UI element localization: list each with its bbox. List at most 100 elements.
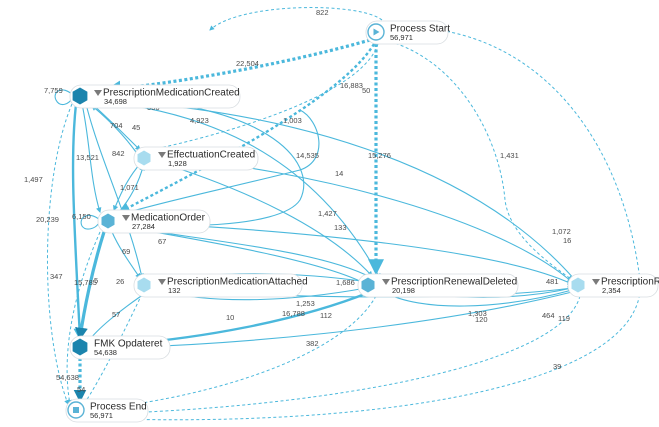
filter-icon[interactable]: [382, 279, 390, 285]
edge-label-1253: 1,253: [296, 299, 315, 308]
edge-label-842: 842: [112, 149, 125, 158]
stop-square-icon: [73, 407, 79, 413]
edge-label-50: 50: [362, 86, 370, 95]
edge-label-7759: 7,759: [44, 86, 63, 95]
node-box: [65, 398, 149, 423]
edge-mo-to-prd[interactable]: [119, 225, 373, 279]
edge-label-69: 69: [122, 247, 130, 256]
edge-mo-to-pmc-loop[interactable]: [121, 109, 320, 215]
filter-icon[interactable]: [592, 279, 600, 285]
edge-label-1303: 1,303: [468, 309, 487, 318]
filter-icon[interactable]: [158, 152, 166, 158]
filter-icon[interactable]: [94, 90, 102, 96]
edge-label-15276: 15,276: [368, 151, 391, 160]
node-count: 20,198: [392, 286, 415, 295]
edge-label-822: 822: [316, 8, 329, 17]
hexagon-activity-icon: [72, 87, 88, 105]
node-count: 34,698: [104, 97, 127, 106]
hexagon-activity-icon: [101, 213, 115, 229]
edge-label-10: 10: [226, 313, 234, 322]
node-box: [69, 335, 171, 360]
edge-eff-to-prd[interactable]: [151, 159, 373, 277]
hexagon-activity-icon: [571, 277, 585, 293]
node-box: [365, 20, 449, 45]
edge-label-54638: 54,638: [56, 373, 79, 382]
node-label: PrescriptionMedicationAttached: [167, 277, 308, 288]
edge-label-16788: 16,788: [282, 309, 305, 318]
node-label: MedicationOrder: [131, 213, 206, 224]
node-label: Process Start: [390, 24, 450, 35]
edge-eff-to-mo[interactable]: [113, 163, 141, 212]
edge-label-1003: 1,003: [283, 116, 302, 125]
hexagon-activity-icon: [137, 150, 151, 166]
edge-label-5: 5: [94, 276, 98, 285]
edge-pmc-to-fmk[interactable]: [71, 103, 86, 341]
edge-start-to-mo[interactable]: [117, 43, 376, 214]
node-label: FMK Opdateret: [94, 339, 163, 350]
node-box: [133, 273, 303, 298]
edge-pmc-self-loop[interactable]: [54, 89, 75, 106]
edge-mo-to-end[interactable]: [66, 231, 101, 405]
edge-label-1427: 1,427: [318, 209, 337, 218]
edge-label-57: 57: [112, 310, 120, 319]
edge-pmc-to-mo-direct[interactable]: [81, 103, 102, 214]
node-label: PrescriptionMedicationCreated: [103, 88, 240, 99]
filter-icon[interactable]: [122, 215, 130, 221]
edge-label-67: 67: [158, 237, 166, 246]
edge-label-481: 481: [546, 277, 559, 286]
edge-prr-to-end[interactable]: [85, 295, 581, 417]
edge-start-to-loop-top[interactable]: [209, 7, 383, 31]
edge-mo-to-pma[interactable]: [111, 231, 141, 279]
edge-start-to-eff[interactable]: [149, 43, 379, 152]
edge-label-16: 16: [563, 236, 571, 245]
edge-pmc-to-pma[interactable]: [85, 103, 144, 280]
edge-label-6150: 6,150: [72, 212, 91, 221]
edge-label-382: 382: [306, 339, 319, 348]
edge-label-1071: 1,071: [120, 183, 139, 192]
node-label: EffectuationCreated: [167, 150, 255, 161]
hexagon-activity-icon: [137, 277, 151, 293]
edge-label-704: 704: [110, 121, 123, 130]
edge-label-22504: 22,504: [236, 59, 259, 68]
node-count: 2,354: [602, 286, 621, 295]
edge-label-16883: 16,883: [340, 81, 363, 90]
edge-label-120: 120: [475, 315, 488, 324]
edge-mo-self-loop[interactable]: [80, 214, 101, 230]
node-count: 1,928: [168, 159, 187, 168]
edge-label-20239: 20,239: [36, 215, 59, 224]
edge-label-13521: 13,521: [76, 153, 99, 162]
edge-label-1686: 1,686: [336, 278, 355, 287]
filter-icon[interactable]: [158, 279, 166, 285]
node-label: PrescriptionR: [601, 277, 659, 288]
edge-start-to-prr[interactable]: [384, 39, 573, 281]
hexagon-activity-icon: [72, 338, 88, 356]
edge-label-45: 45: [132, 123, 140, 132]
edge-label-1431: 1,431: [500, 151, 519, 160]
edge-label-347: 347: [50, 272, 63, 281]
edge-pmc-to-prr[interactable]: [99, 99, 576, 281]
edge-eff-to-prr[interactable]: [151, 155, 573, 283]
play-triangle-icon: [373, 28, 380, 36]
node-count: 132: [168, 286, 181, 295]
edge-prr-to-prd[interactable]: [383, 289, 573, 307]
node-count: 56,971: [390, 33, 413, 42]
edge-label-14535: 14,535: [296, 151, 319, 160]
edge-mo-to-fmk[interactable]: [75, 231, 106, 341]
node-count: 27,284: [132, 222, 155, 231]
node-count: 56,971: [90, 411, 113, 420]
edge-label-133: 133: [334, 223, 347, 232]
edge-pmc-to-end[interactable]: [47, 103, 73, 405]
edge-label-112: 112: [320, 311, 332, 320]
edge-label-119: 119: [558, 314, 570, 323]
node-label: Process End: [90, 402, 147, 413]
